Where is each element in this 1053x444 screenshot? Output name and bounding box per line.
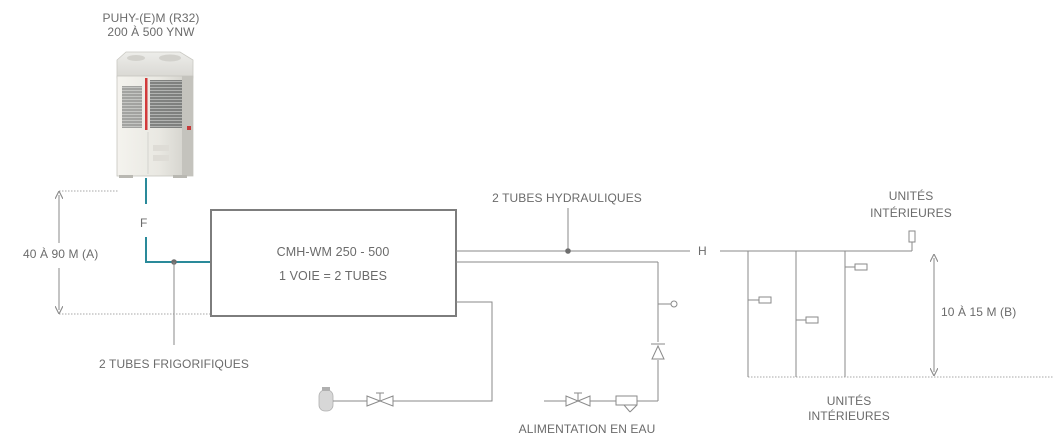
indoor-unit-icon bbox=[759, 297, 771, 303]
controller-line2: 1 VOIE = 2 TUBES bbox=[279, 269, 387, 283]
outdoor-unit-model-line1: PUHY-(E)M (R32) bbox=[102, 11, 199, 25]
outdoor-unit-model-line2: 200 À 500 YNW bbox=[107, 25, 194, 39]
refrigerant-pipes bbox=[146, 178, 211, 262]
indoor-units-bottom-line1: UNITÉS bbox=[827, 394, 872, 408]
controller-line1: CMH-WM 250 - 500 bbox=[277, 245, 390, 259]
valve-icon bbox=[367, 393, 393, 406]
height-b-label: 10 À 15 M (B) bbox=[941, 305, 1016, 319]
valve-icon bbox=[566, 393, 590, 406]
indoor-units-top-line2: INTÉRIEURES bbox=[870, 206, 952, 220]
water-pipes-label: 2 TUBES HYDRAULIQUES bbox=[492, 191, 642, 205]
point-f-label: F bbox=[140, 216, 147, 230]
refrigerant-pipes-label: 2 TUBES FRIGORIFIQUES bbox=[99, 357, 249, 371]
indoor-unit-icon bbox=[855, 264, 867, 270]
indoor-unit-icon bbox=[806, 317, 818, 323]
indoor-units-bottom-line2: INTÉRIEURES bbox=[808, 409, 890, 423]
strainer-icon bbox=[616, 396, 637, 412]
height-a-label: 40 À 90 M (A) bbox=[23, 247, 98, 261]
indoor-units-top-line1: UNITÉS bbox=[889, 189, 934, 203]
point-h-label: H bbox=[698, 244, 707, 258]
expansion-tank-icon bbox=[319, 387, 346, 411]
water-junction-dot bbox=[565, 248, 571, 254]
indoor-unit-icon bbox=[909, 231, 915, 242]
vent-icon bbox=[671, 301, 677, 307]
controller-box bbox=[211, 210, 456, 316]
water-supply-label: ALIMENTATION EN EAU bbox=[519, 422, 656, 436]
indoor-branches bbox=[748, 242, 912, 377]
check-valve-icon bbox=[651, 344, 665, 359]
outdoor-unit-image bbox=[117, 52, 193, 178]
